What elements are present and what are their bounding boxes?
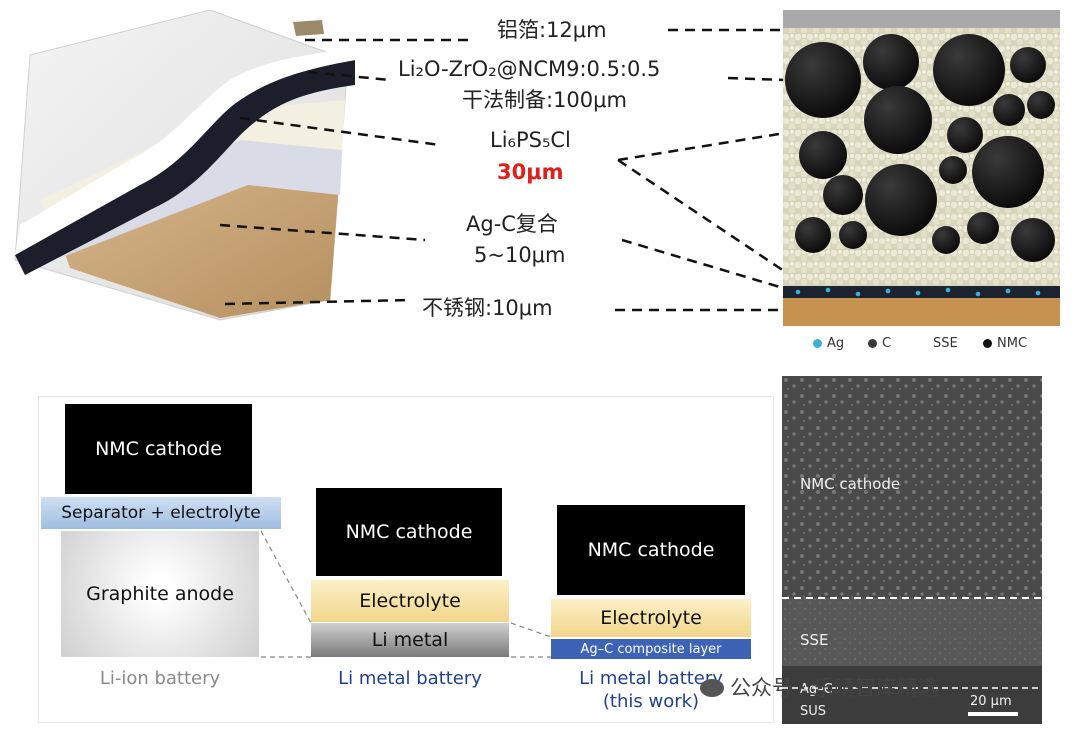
li-ion-cathode-label: NMC cathode bbox=[95, 438, 222, 460]
this-work-electrolyte-label: Electrolyte bbox=[600, 607, 702, 629]
this-work-caption-line1: Li metal battery bbox=[579, 668, 723, 689]
agc-composite-label: Ag–C composite layer bbox=[580, 641, 722, 657]
label-cathode-thickness: 干法制备:100μm bbox=[462, 88, 627, 112]
legend-dot-icon bbox=[868, 339, 877, 348]
top-connector-lines bbox=[219, 28, 791, 312]
this-work-cathode-label: NMC cathode bbox=[587, 539, 715, 561]
sem-label-cathode: NMC cathode bbox=[800, 475, 901, 493]
cell-microstructure-illustration bbox=[783, 10, 1060, 326]
wechat-icon bbox=[700, 679, 724, 697]
label-agc-thickness: 5~10μm bbox=[474, 243, 566, 267]
label-electrolyte-material: Li₆PS₅Cl bbox=[490, 128, 571, 152]
li-ion-battery-caption: Li-ion battery bbox=[99, 668, 221, 689]
label-cathode-material: Li₂O-ZrO₂@NCM9:0.5:0.5 bbox=[398, 57, 661, 81]
legend-item-c: C bbox=[868, 336, 891, 351]
sem-label-sus: SUS bbox=[800, 704, 827, 719]
pouch-cell-drawing bbox=[14, 9, 355, 321]
this-work-caption-line2: (this work) bbox=[602, 690, 700, 712]
aluminum-foil-layer bbox=[783, 10, 1060, 28]
sem-cathode-region bbox=[782, 376, 1042, 598]
li-metal-electrolyte-label: Electrolyte bbox=[359, 590, 461, 612]
label-aluminum-foil: 铝箔:12μm bbox=[497, 18, 607, 42]
li-metal-electrolyte-block: Electrolyte bbox=[311, 580, 509, 622]
sem-scale-label: 20 μm bbox=[970, 694, 1012, 709]
li-ion-cathode-block: NMC cathode bbox=[65, 404, 252, 494]
this-work-battery-caption: Li metal battery (this work) bbox=[551, 668, 751, 713]
stainless-steel-layer bbox=[783, 298, 1060, 326]
this-work-electrolyte-block: Electrolyte bbox=[551, 599, 751, 637]
microstructure-drawing bbox=[783, 10, 1060, 326]
legend-dot-icon bbox=[813, 339, 822, 348]
sem-label-agc: Ag–C bbox=[800, 682, 833, 697]
li-metal-cathode-label: NMC cathode bbox=[345, 521, 473, 543]
li-metal-cathode-block: NMC cathode bbox=[316, 488, 502, 576]
legend-item-sse: SSE bbox=[933, 336, 958, 351]
this-work-cathode-block: NMC cathode bbox=[557, 505, 745, 595]
separator-electrolyte-block: Separator + electrolyte bbox=[41, 497, 281, 529]
label-stainless-steel: 不锈钢:10μm bbox=[422, 296, 553, 320]
watermark-text: 公众号 · 乐晴智库精选 bbox=[730, 676, 940, 700]
sem-texture bbox=[782, 376, 1042, 724]
label-agc-material: Ag-C复合 bbox=[466, 212, 558, 236]
sem-label-sse: SSE bbox=[800, 631, 829, 649]
comparison-connector-lines bbox=[260, 530, 552, 658]
li-metal-label: Li metal bbox=[371, 629, 449, 651]
graphite-anode-label: Graphite anode bbox=[86, 583, 234, 605]
li-metal-battery-caption: Li metal battery bbox=[338, 668, 482, 689]
li-metal-anode-block: Li metal bbox=[311, 623, 509, 657]
sem-cross-section-image: NMC cathode SSE Ag–C SUS 20 μm bbox=[782, 376, 1042, 724]
nmc-particles bbox=[785, 34, 1055, 262]
microstructure-legend: Ag C SSE NMC bbox=[783, 333, 1060, 355]
sem-sse-region bbox=[782, 598, 1042, 678]
battery-comparison-panel: NMC cathode Separator + electrolyte Grap… bbox=[38, 396, 774, 723]
wechat-watermark: 公众号 · 乐晴智库精选 bbox=[700, 672, 939, 702]
label-electrolyte-thickness: 30μm bbox=[497, 160, 564, 184]
agc-composite-layer bbox=[783, 286, 1060, 298]
separator-label: Separator + electrolyte bbox=[61, 503, 261, 523]
graphite-anode-block: Graphite anode bbox=[61, 531, 259, 657]
pouch-cell-illustration bbox=[0, 0, 360, 360]
legend-item-nmc: NMC bbox=[983, 336, 1027, 351]
legend-item-ag: Ag bbox=[813, 336, 844, 351]
agc-composite-layer-block: Ag–C composite layer bbox=[551, 639, 751, 659]
legend-dot-icon bbox=[983, 339, 992, 348]
